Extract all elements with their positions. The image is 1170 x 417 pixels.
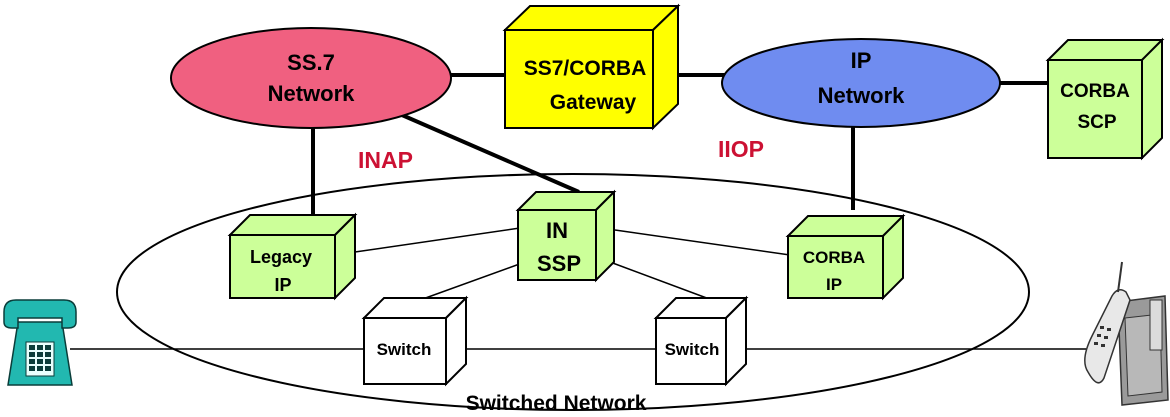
legacy-ip-node: Legacy IP	[227, 212, 358, 301]
switched-network-ellipse	[116, 173, 1030, 411]
connection-lines	[70, 73, 1110, 350]
ip-network-node: IP Network	[721, 38, 1001, 128]
link-ssp-corba-ip	[614, 229, 791, 256]
legacy-ip-label-2: IP	[274, 275, 291, 295]
switched-network-label: Switched Network	[466, 392, 647, 415]
corba-scp-label-2: SCP	[1077, 112, 1116, 133]
in-ssp-label-2: SSP	[537, 251, 581, 276]
in-ssp-label-1: IN	[546, 218, 568, 243]
ss7-network-label-2: Network	[268, 81, 356, 106]
legacy-ip-label-1: Legacy	[250, 247, 312, 267]
link-ssp-switch-right	[609, 261, 713, 301]
switch-right-label: Switch	[665, 340, 720, 359]
link-ssp-legacy	[354, 227, 521, 253]
gateway-label-2: Gateway	[550, 91, 637, 114]
switch-left-node: Switch	[361, 295, 469, 387]
ip-network-label-2: Network	[818, 83, 906, 108]
gateway-node: SS7/CORBA Gateway	[502, 3, 681, 131]
link-ssp-switch-left	[419, 261, 526, 301]
gateway-label-1: SS7/CORBA	[524, 57, 647, 80]
link-ss7-ssp	[394, 110, 580, 194]
ip-network-label-1: IP	[851, 48, 872, 73]
corba-ip-node: CORBA IP	[785, 213, 906, 301]
switch-right-node: Switch	[653, 295, 749, 387]
corba-ip-label-2: IP	[826, 275, 842, 294]
inap-label: INAP	[358, 147, 413, 173]
corba-scp-node: CORBA SCP	[1045, 37, 1165, 161]
in-ssp-node: IN SSP	[515, 189, 617, 283]
cordless-phone-icon	[1084, 261, 1169, 406]
ss7-network-node: SS.7 Network	[170, 27, 452, 129]
iiop-label: IIOP	[718, 136, 764, 162]
corba-ip-label-1: CORBA	[803, 248, 865, 267]
switch-left-label: Switch	[377, 340, 432, 359]
ss7-network-label-1: SS.7	[287, 50, 335, 75]
desk-telephone-icon	[3, 299, 77, 386]
corba-scp-label-1: CORBA	[1060, 81, 1130, 102]
